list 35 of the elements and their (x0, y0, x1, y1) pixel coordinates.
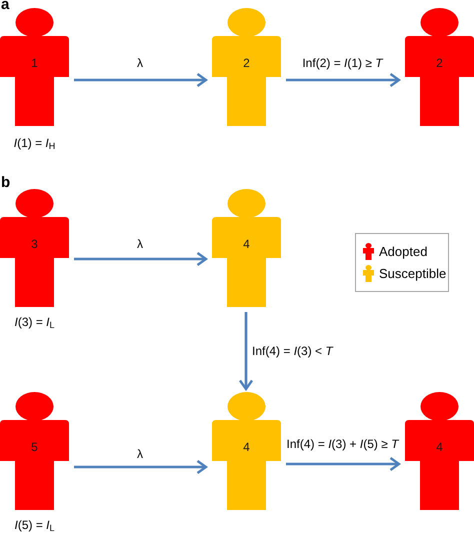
formula-label: I(1) = I$_{H}$ (14, 136, 56, 150)
person-figure (0, 189, 69, 307)
person-figure (405, 392, 474, 510)
node-number: 4 (436, 440, 443, 454)
panel-letter: a (1, 0, 10, 12)
edge-label: Inf(4) = I(3) < T (252, 344, 333, 358)
arrow (74, 252, 208, 266)
person-figure (212, 8, 281, 126)
arrow (74, 72, 208, 88)
node-number: 2 (243, 56, 250, 70)
edge-label: λ (137, 56, 143, 70)
node-number: 4 (243, 440, 250, 454)
edge-label: Inf(4) = I(3) + I(5) ≥ T (286, 437, 398, 451)
person-figure (212, 189, 281, 307)
node-number: 3 (31, 237, 38, 251)
arrow (286, 456, 400, 472)
arrow (74, 460, 208, 474)
person-figure (0, 8, 69, 126)
formula-label: I(3) = I$_{L}$ (14, 315, 55, 329)
node-number: 1 (31, 56, 38, 70)
edge-label: Inf(2) = I(1) ≥ T (302, 56, 383, 70)
node-number: 5 (31, 440, 38, 454)
legend-label: Susceptible (379, 266, 446, 282)
panel-letter: b (1, 175, 10, 190)
edge-label: λ (137, 237, 143, 251)
arrow (238, 312, 254, 390)
formula-label: I(5) = I$_{L}$ (14, 518, 55, 532)
person-figure (405, 8, 474, 126)
edge-label: λ (137, 447, 143, 461)
legend-label: Adopted (379, 244, 428, 260)
person-figure (0, 392, 69, 510)
arrow (286, 72, 400, 88)
node-number: 4 (243, 237, 250, 251)
person-figure (212, 392, 281, 510)
node-number: 2 (436, 56, 443, 70)
